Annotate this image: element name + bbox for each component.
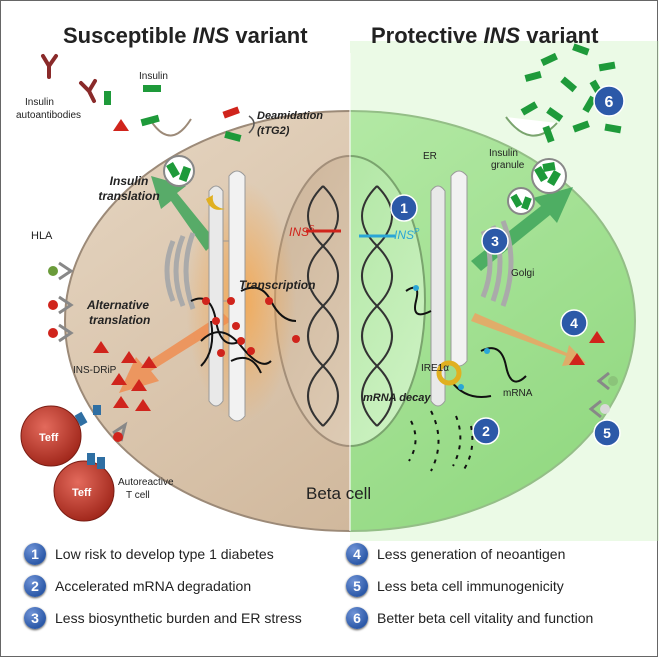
legend-text-2: Accelerated mRNA degradation — [55, 578, 252, 594]
label-insulin-autoantibodies-1: Insulin — [25, 97, 54, 108]
legend-marker-1: 1 — [24, 543, 46, 565]
label-ins-drip: INS-DRiP — [73, 365, 117, 376]
teff-cell-2 — [53, 453, 115, 522]
secreted-insulin-left — [104, 85, 161, 127]
legend-marker-3: 3 — [24, 607, 46, 629]
svg-text:5: 5 — [603, 425, 611, 441]
label-transcription: Transcription — [239, 278, 315, 292]
legend-marker-4: 4 — [346, 543, 368, 565]
legend-text-6: Better beta cell vitality and function — [377, 610, 594, 626]
ribosomes-left — [202, 297, 300, 357]
nucleus-right — [350, 155, 426, 447]
label-ins-p: INSP — [394, 227, 420, 242]
insulin-granule-right-1 — [531, 158, 567, 194]
svg-text:2: 2 — [482, 423, 490, 439]
label-golgi: Golgi — [511, 268, 534, 279]
label-insulin-translation-2: translation — [98, 189, 159, 203]
legend-marker-5: 5 — [346, 575, 368, 597]
hla-peptide-empty-right — [600, 404, 610, 414]
neoantigen-extracellular — [113, 119, 129, 131]
label-ire1a: IRE1α — [421, 363, 449, 374]
insulin-granule-right-2 — [507, 187, 535, 215]
label-er: ER — [423, 151, 437, 162]
hla-peptide-red-2 — [48, 328, 58, 338]
label-insulin: Insulin — [139, 71, 168, 82]
marker-6: 6 — [593, 85, 625, 117]
label-deamidation-2: (tTG2) — [257, 125, 290, 137]
autoantibody-icons — [41, 54, 97, 103]
neoantigens-left — [93, 341, 157, 411]
title-protective: Protective INS variant — [371, 23, 599, 48]
ire1a-enzyme — [436, 360, 462, 386]
label-mrna-decay: mRNA decay — [363, 392, 431, 404]
hla-peptide-red-1 — [48, 300, 58, 310]
golgi-left — [164, 232, 196, 310]
deamidated-insulin-icon — [222, 106, 240, 119]
label-teff-2: Teff — [72, 487, 92, 499]
legend-text-3: Less biosynthetic burden and ER stress — [55, 610, 302, 626]
secreted-insulin-right — [520, 43, 622, 143]
marker-4: 4 — [560, 309, 588, 337]
marker-1: 1 — [390, 194, 418, 222]
legend: 1 Low risk to develop type 1 diabetes 4 … — [1, 538, 659, 656]
svg-text:1: 1 — [400, 200, 408, 216]
svg-text:4: 4 — [570, 315, 578, 331]
dna-right — [361, 185, 393, 427]
dna-left — [307, 185, 339, 427]
hla-peptide-green — [48, 266, 58, 276]
label-alternative-translation-1: Alternative — [86, 298, 149, 312]
legend-item-5: 5 Less beta cell immunogenicity — [346, 574, 564, 598]
label-autoreactive-1: Autoreactive — [118, 477, 174, 488]
legend-item-3: 3 Less biosynthetic burden and ER stress — [24, 606, 302, 630]
legend-item-1: 1 Low risk to develop type 1 diabetes — [24, 542, 274, 566]
legend-marker-6: 6 — [346, 607, 368, 629]
marker-3: 3 — [481, 227, 509, 255]
svg-text:3: 3 — [491, 233, 499, 249]
neoantigens-right — [569, 331, 605, 365]
marker-2: 2 — [472, 417, 500, 445]
mrna-left — [190, 286, 297, 374]
chaperone-icon — [206, 195, 225, 210]
native-insulin-icon — [224, 131, 242, 142]
label-autoreactive-2: T cell — [126, 490, 150, 501]
mrna-decay-fragments — [408, 410, 474, 472]
label-beta-cell: Beta cell — [306, 484, 371, 503]
label-mrna: mRNA — [503, 388, 533, 399]
label-teff-1: Teff — [39, 432, 59, 444]
label-insulin-granule-1: Insulin — [489, 148, 518, 159]
legend-marker-2: 2 — [24, 575, 46, 597]
alternative-translation-arrow — [119, 313, 231, 393]
neoantigen-arrow — [471, 313, 586, 366]
marker-5: 5 — [593, 419, 621, 447]
label-insulin-granule-2: granule — [491, 160, 525, 171]
legend-item-2: 2 Accelerated mRNA degradation — [24, 574, 251, 598]
svg-text:6: 6 — [605, 94, 614, 111]
label-hla: HLA — [31, 230, 53, 242]
label-alternative-translation-2: translation — [89, 313, 150, 327]
label-insulin-autoantibodies-2: autoantibodies — [16, 110, 81, 121]
hla-peptide-green-right — [608, 376, 618, 386]
legend-item-6: 6 Better beta cell vitality and function — [346, 606, 593, 630]
legend-text-4: Less generation of neoantigen — [377, 546, 566, 562]
er-right — [430, 170, 468, 407]
deamidation-arrow — [248, 115, 255, 134]
title-susceptible: Susceptible INS variant — [63, 23, 308, 48]
teff-cell-1 — [20, 405, 101, 467]
legend-text-1: Low risk to develop type 1 diabetes — [55, 546, 274, 562]
insulin-granule-left — [163, 155, 195, 187]
legend-text-5: Less beta cell immunogenicity — [377, 578, 564, 594]
hla-peptide-red-3 — [113, 432, 123, 442]
legend-item-4: 4 Less generation of neoantigen — [346, 542, 565, 566]
insulin-translation-arrow — [151, 176, 216, 251]
label-deamidation-1: Deamidation — [257, 110, 323, 122]
label-insulin-translation-1: Insulin — [110, 174, 149, 188]
membrane-pit-left — [150, 118, 192, 137]
hla-receptors-right — [588, 371, 610, 419]
label-ins-s: INSS — [289, 224, 315, 239]
